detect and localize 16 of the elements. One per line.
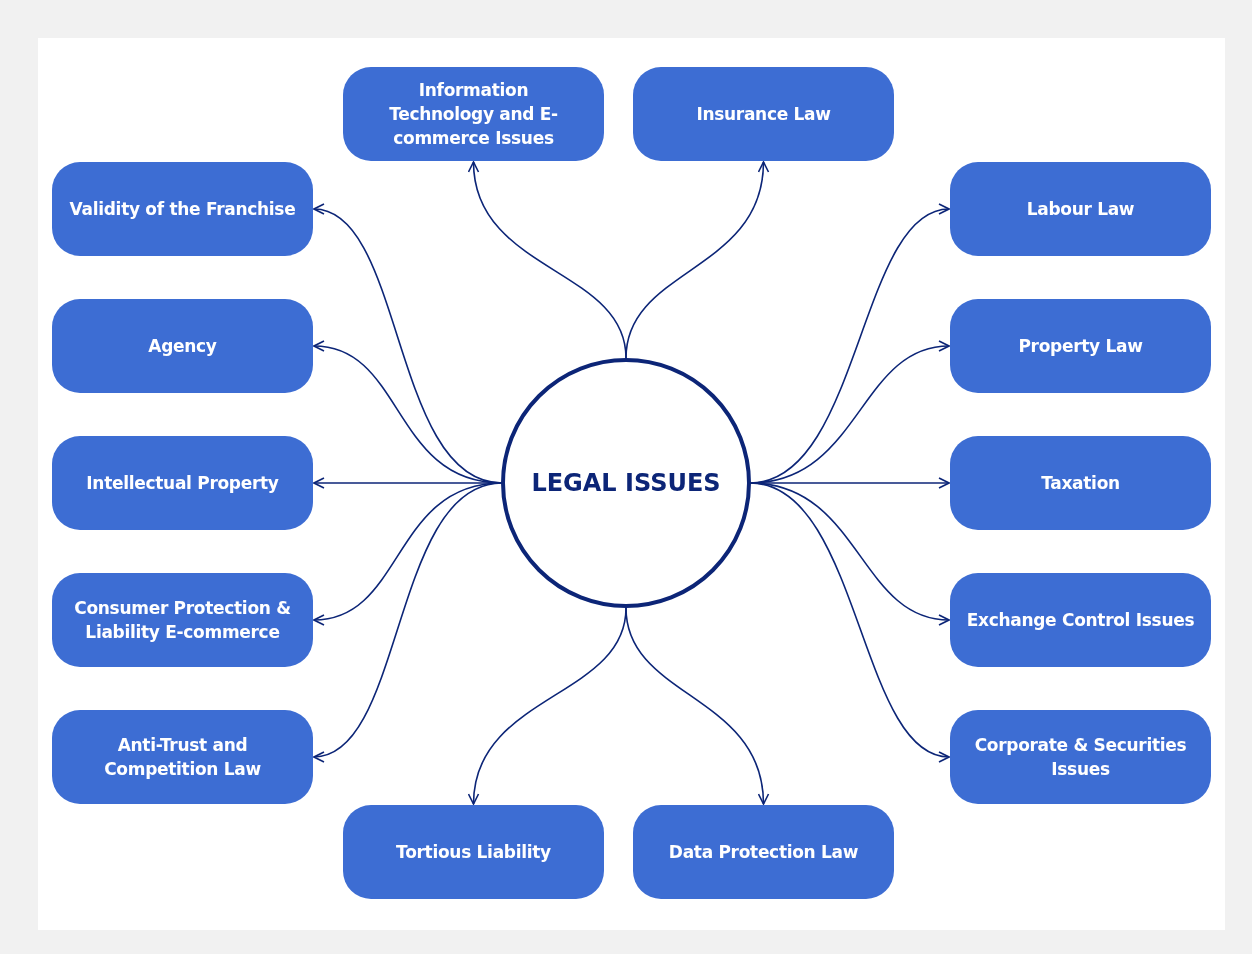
topic-box: Exchange Control Issues xyxy=(950,573,1211,667)
topic-box: Tortious Liability xyxy=(343,805,604,899)
topic-box: Labour Law xyxy=(950,162,1211,256)
arrow xyxy=(625,607,769,805)
topic-box: Corporate & Securities Issues xyxy=(950,710,1211,804)
topic-box: Property Law xyxy=(950,299,1211,393)
topic-box: Data Protection Law xyxy=(633,805,894,899)
topic-box: Anti-Trust and Competition Law xyxy=(52,710,313,804)
topic-box: Taxation xyxy=(950,436,1211,530)
topic-box: Intellectual Property xyxy=(52,436,313,530)
topic-box: Insurance Law xyxy=(633,67,894,161)
topic-box: Agency xyxy=(52,299,313,393)
topic-box: Information Technology and E-commerce Issues xyxy=(343,67,604,161)
topic-box: Consumer Protection & Liability E-commerce xyxy=(52,573,313,667)
arrow xyxy=(625,161,769,359)
topic-box: Validity of the Franchise xyxy=(52,162,313,256)
